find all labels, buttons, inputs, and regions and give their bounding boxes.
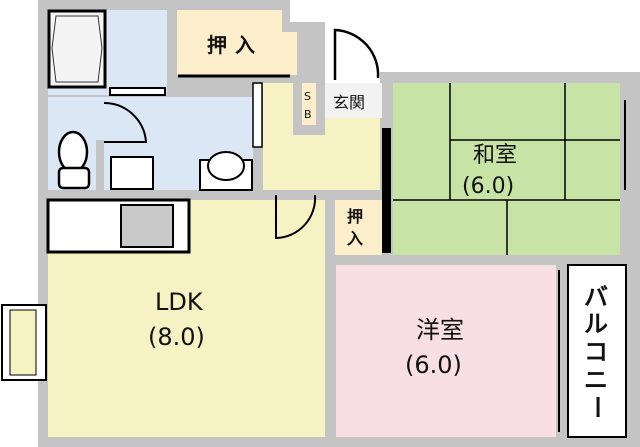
bath-door[interactable] <box>109 87 166 96</box>
balcony-char-5: ー <box>583 395 611 419</box>
western-room-name: 洋室 <box>416 316 464 344</box>
closet-top-label: 押入 <box>207 33 263 57</box>
ldk-name: LDK <box>155 288 204 316</box>
closet-top <box>177 10 297 75</box>
entrance-label: 玄関 <box>333 93 365 112</box>
toilet-tank <box>57 166 91 190</box>
closet-small-label-1: 押 <box>347 207 363 226</box>
balcony-char-1: バ <box>584 283 608 311</box>
tatami-lines <box>393 83 620 255</box>
shoe-box-label-b: B <box>304 108 312 121</box>
balcony-char-4: ニ <box>584 366 608 394</box>
shoe-box <box>302 83 316 125</box>
western-room-size: (6.0) <box>405 351 462 379</box>
front-door[interactable] <box>333 28 380 80</box>
balcony-char-3: コ <box>584 338 608 366</box>
left-window-sill <box>9 309 37 376</box>
sink-bowl <box>207 151 245 181</box>
ldk-size: (8.0) <box>148 323 205 351</box>
balcony-label: バ ル コ ニ ー <box>583 283 611 419</box>
shoe-box-label-s: S <box>304 90 311 103</box>
ldk-door[interactable] <box>275 194 317 240</box>
balcony <box>567 264 627 438</box>
japanese-room-size: (6.0) <box>462 174 514 199</box>
kitchen-sink <box>120 204 174 248</box>
japanese-room-sliding-door[interactable] <box>382 128 391 253</box>
toilet-wall <box>96 140 104 190</box>
japanese-room-name: 和室 <box>473 143 517 168</box>
bathtub <box>47 9 107 89</box>
closet-small <box>335 200 382 255</box>
balcony-char-2: ル <box>584 310 608 338</box>
bathtub-curve <box>51 15 103 83</box>
entrance-floor <box>325 83 382 118</box>
closet-small-label-2: 入 <box>347 229 363 248</box>
western-room <box>336 265 556 437</box>
toilet-door[interactable] <box>103 101 148 143</box>
washing-machine-pan <box>110 156 154 190</box>
storage-rack <box>252 82 263 148</box>
toilet-icon <box>57 130 89 174</box>
